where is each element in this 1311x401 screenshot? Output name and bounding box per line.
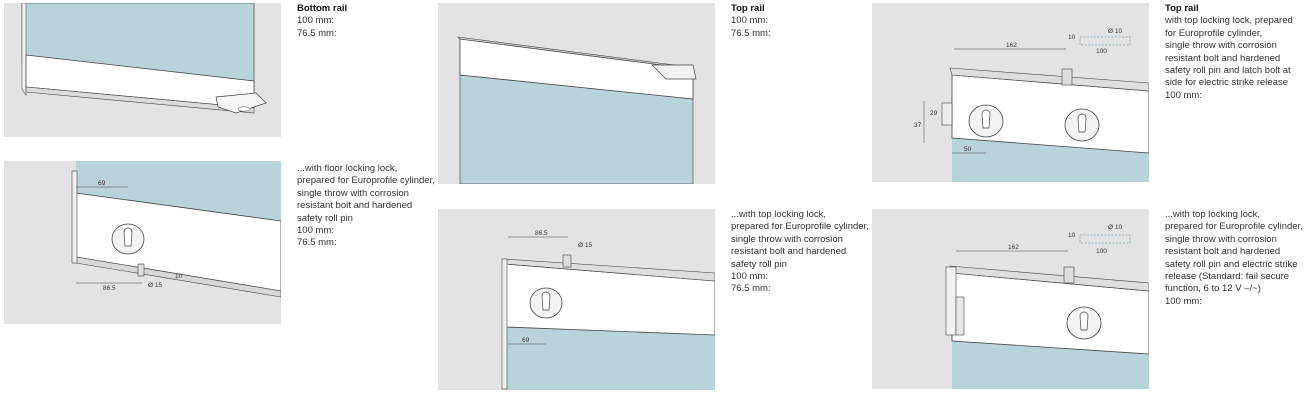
latch-lock-illustration: 162 Ø 10 100 10 37 29 50 <box>872 3 1149 182</box>
floor-lock-dim-86: 86.5 <box>103 285 116 292</box>
bottom-rail-drawing <box>21 3 267 114</box>
latch-lock-dim-50: 50 <box>964 146 972 153</box>
top-lock-dim-dia: Ø 15 <box>578 242 592 249</box>
strike-lock-illustration: 162 Ø 10 100 10 <box>872 209 1149 389</box>
item-floor-lock: ...with floor locking lock, prepared for… <box>297 163 435 249</box>
floor-lock-illustration: 69 86.5 Ø 15 10 <box>4 161 281 324</box>
strike-lock-dim-10: 10 <box>1068 232 1076 239</box>
item-top-lock: ...with top locking lock, prepared for E… <box>731 209 869 295</box>
top-lock-dim-86: 86.5 <box>535 230 548 237</box>
top-lock-illustration: 86.5 Ø 15 69 <box>438 209 715 390</box>
bottom-rail-illustration <box>4 3 281 137</box>
item-strike-lock: ...with top locking lock, prepared for E… <box>1165 209 1303 307</box>
strike-lock-dim-100: 100 <box>1096 248 1107 255</box>
top-rail-illustration <box>438 3 715 184</box>
latch-lock-dim-29: 29 <box>930 110 938 117</box>
latch-lock-dim-100: 100 <box>1096 48 1107 55</box>
floor-lock-dim-10: 10 <box>175 273 183 280</box>
item-top-rail: Top rail 100 mm: 76.5 mm: <box>731 3 771 39</box>
latch-lock-dim-10: 10 <box>1068 34 1076 41</box>
floor-lock-drawing: 69 86.5 Ø 15 10 <box>71 161 281 298</box>
item-bottom-rail: Bottom rail 100 mm: 76.5 mm: <box>297 3 348 39</box>
top-lock-dim-69: 69 <box>522 337 530 344</box>
strike-lock-dim-162: 162 <box>1008 244 1019 251</box>
strike-lock-drawing: 162 Ø 10 100 10 <box>945 224 1149 389</box>
latch-lock-dim-162: 162 <box>1006 42 1017 49</box>
item-latch-lock: Top rail with top locking lock, prepared… <box>1165 3 1293 101</box>
top-rail-drawing <box>457 36 697 184</box>
floor-lock-dim-dia: Ø 15 <box>148 282 162 289</box>
strike-lock-dim-dia: Ø 10 <box>1108 224 1122 231</box>
top-lock-drawing: 86.5 Ø 15 69 <box>501 230 715 390</box>
floor-lock-dim-69: 69 <box>98 180 106 187</box>
latch-lock-dim-dia: Ø 10 <box>1108 28 1122 35</box>
latch-lock-drawing: 162 Ø 10 100 10 37 29 50 <box>914 28 1149 182</box>
latch-lock-dim-37: 37 <box>914 122 922 129</box>
